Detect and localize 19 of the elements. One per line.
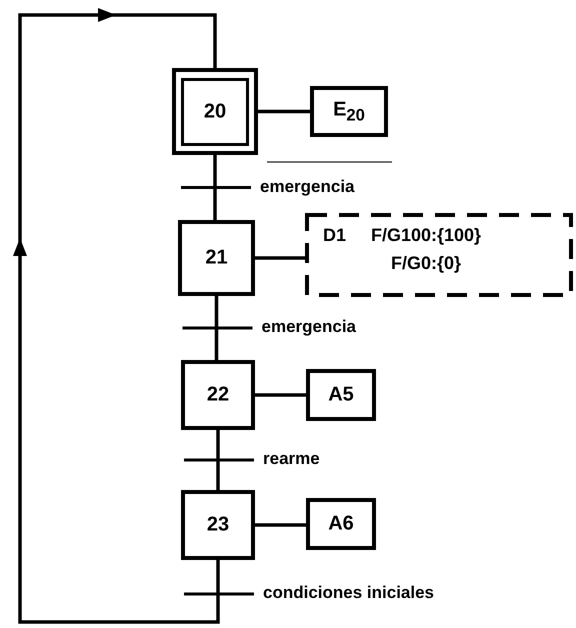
action-box (306, 498, 376, 550)
step-box (181, 490, 255, 560)
action-box (306, 369, 376, 421)
action-name: E$_{20}$ (333, 98, 365, 125)
step-box (181, 360, 255, 430)
step-number: 22 (206, 384, 230, 406)
action-qualifier: D1 (323, 224, 346, 247)
action-name: A6 (328, 512, 354, 536)
step-box (178, 220, 255, 296)
transition-condition: emergencia (259, 176, 356, 196)
step-number: 20 (204, 100, 226, 123)
step-number: 21 (205, 246, 228, 270)
action-box (305, 213, 573, 297)
initial-step-box (172, 68, 258, 155)
step-number: 23 (206, 514, 230, 536)
transition-condition: emergencia (260, 317, 357, 337)
action-box (310, 86, 388, 137)
action-name: A5 (328, 384, 354, 406)
action-text: F/G100:{100} F/G0:{0} (370, 224, 482, 275)
